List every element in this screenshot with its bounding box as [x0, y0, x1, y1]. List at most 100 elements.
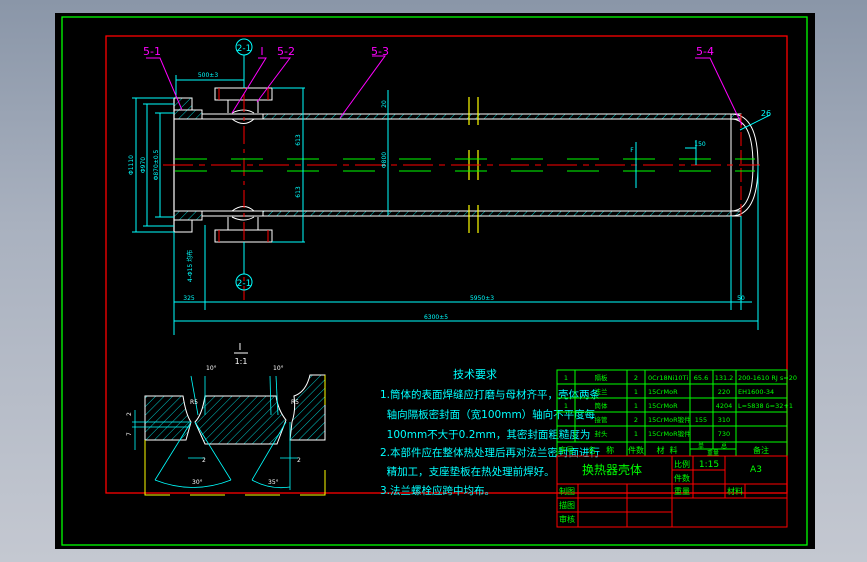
parts-cell-total-wt: 730: [718, 430, 730, 438]
parts-cell-qty: 1: [634, 388, 638, 396]
balloon-I: I: [260, 45, 263, 58]
balloon-5-1: 5-1: [143, 45, 161, 58]
dim-flange-offset: 500±3: [198, 72, 218, 79]
header-no: 序号: [558, 445, 574, 455]
left-flange-lip-top: [173, 97, 193, 111]
balloon-5-2: 5-2: [277, 45, 295, 58]
tech-requirements: 技术要求 1.筒体的表面焊缝应打磨与母材齐平，壳体两条 轴向隔板密封面（宽100…: [380, 368, 601, 497]
sheet-size: A3: [750, 465, 762, 475]
detail-label: I: [239, 342, 242, 353]
dim-left-len: 325: [183, 295, 195, 302]
parts-cell-name: 法兰: [595, 387, 609, 396]
detail-bevel-right: 35°: [268, 479, 279, 486]
dimension-lines: [132, 75, 771, 335]
parts-cell-name: 接管: [595, 415, 609, 424]
tech-line-5: 精加工，支座垫板在热处理前焊好。: [380, 465, 555, 478]
detail-radius-left: R5: [190, 399, 198, 406]
dim-f-mark: F: [630, 147, 634, 154]
section-mark-bottom-label: 2-1: [237, 279, 252, 289]
detail-angle-left: 10°: [206, 365, 217, 372]
tech-title: 技术要求: [453, 368, 497, 381]
shell-wall-top: [262, 113, 742, 120]
dim-dia-mid: Φ970: [140, 157, 147, 173]
dim-nozzle-note: 4-Φ15 均布: [186, 250, 194, 282]
detail-radius-right: R5: [291, 399, 299, 406]
detail-gap-right: 2: [297, 457, 301, 464]
parts-cell-remark: 200-1610 RJ s=20: [738, 374, 797, 382]
tech-line-4: 2.本部件应在整体热处理后再对法兰密封面进行: [380, 446, 601, 459]
inner-border: [105, 35, 788, 494]
main-view: 2-1 2-1 5-1 I 5-2 5-3 5-4: [128, 38, 771, 335]
shell-wall-bottom: [262, 210, 742, 217]
parts-cell-qty: 1: [634, 430, 638, 438]
dim-gap-150: 150: [694, 141, 706, 148]
detail-view: I 1:1: [126, 342, 326, 496]
drawing-canvas[interactable]: 2-1 2-1 5-1 I 5-2 5-3 5-4: [55, 13, 815, 549]
detail-plate-mid: [194, 395, 287, 445]
dim-shell-len: 5950±3: [470, 295, 494, 302]
header-single: 单: [698, 442, 704, 450]
dim-dia-inner: Φ870±0.5: [153, 149, 160, 180]
outer-border: [61, 16, 808, 546]
dim-dia-outer: Φ1110: [128, 155, 135, 175]
parts-cell-total-wt: 310: [718, 416, 730, 424]
drawn-label: 描图: [559, 500, 575, 510]
dim-head-thk: 26: [761, 109, 771, 118]
weight-label: 重量: [674, 486, 690, 496]
header-weight: 重量: [707, 449, 719, 457]
parts-cell-no: 1: [564, 402, 568, 410]
partition-hidden-lines: [175, 158, 755, 172]
drawing-sheet[interactable]: 2-1 2-1 5-1 I 5-2 5-3 5-4: [55, 13, 815, 549]
dim-shell-dia: Φ800: [381, 152, 388, 168]
parts-cell-name: 筒体: [595, 401, 609, 410]
balloon-5-4: 5-4: [696, 45, 714, 58]
parts-cell-total-wt: 131.2: [715, 374, 734, 382]
dim-total-len: 6300±5: [424, 314, 448, 321]
header-name: 名 称: [588, 445, 614, 455]
quantity-label: 件数: [674, 473, 690, 483]
leader-lines: [146, 55, 743, 126]
header-material: 材 料: [656, 445, 677, 455]
parts-cell-remark: L=5838 δ=32+1: [738, 402, 793, 410]
parts-cell-material: 15CrMoR: [648, 388, 678, 396]
scale-value: 1:15: [699, 460, 719, 470]
header-remark: 备注: [753, 445, 769, 455]
detail-gap-left: 2: [202, 457, 206, 464]
balloon-5-3: 5-3: [371, 45, 389, 58]
header-total: 总: [721, 442, 727, 450]
detail-angle-right: 10°: [273, 365, 284, 372]
title-block: 换热器壳体 比例 1:15 件数 A3 重量 材料 制图 描图 审核: [556, 455, 788, 528]
parts-cell-material: 15CrMoR: [648, 402, 678, 410]
detail-dim-7: 7: [126, 432, 133, 436]
tech-line-2: 轴向隔板密封面（宽100mm）轴向不平度每: [380, 408, 596, 421]
header-qty: 件数: [628, 445, 644, 455]
nozzle-bottom: [227, 206, 259, 231]
parts-cell-name: 隔板: [595, 373, 609, 382]
detail-plate-right: [289, 374, 326, 441]
detail-scale: 1:1: [235, 357, 248, 366]
parts-cell-qty: 1: [634, 402, 638, 410]
dim-nozzle-height: 613: [295, 134, 302, 146]
dim-head-len: 50: [737, 295, 745, 302]
parts-cell-material: 15CrMoR锻件: [648, 429, 691, 438]
detail-dim-2: 2: [126, 412, 133, 416]
parts-cell-material: 0Cr18Ni10Ti: [648, 374, 688, 382]
detail-plate-left: [144, 395, 192, 441]
parts-cell-qty: 2: [634, 374, 638, 382]
left-flange-lip-bottom: [173, 219, 193, 233]
parts-cell-qty: 2: [634, 416, 638, 424]
parts-cell-remark: EH1600-34: [738, 388, 774, 396]
section-mark-top-label: 2-1: [237, 44, 252, 54]
designed-label: 制图: [559, 486, 575, 496]
detail-bevel-left: 30°: [192, 479, 203, 486]
parts-cell-no: 1: [564, 374, 568, 382]
parts-cell-total-wt: 220: [718, 388, 730, 396]
parts-row: 法兰 1 15CrMoR 220 EH1600-34: [595, 387, 775, 396]
parts-cell-name: 封头: [595, 429, 609, 438]
tech-line-3: 100mm不大于0.2mm，其密封面粗糙度为: [380, 428, 590, 441]
